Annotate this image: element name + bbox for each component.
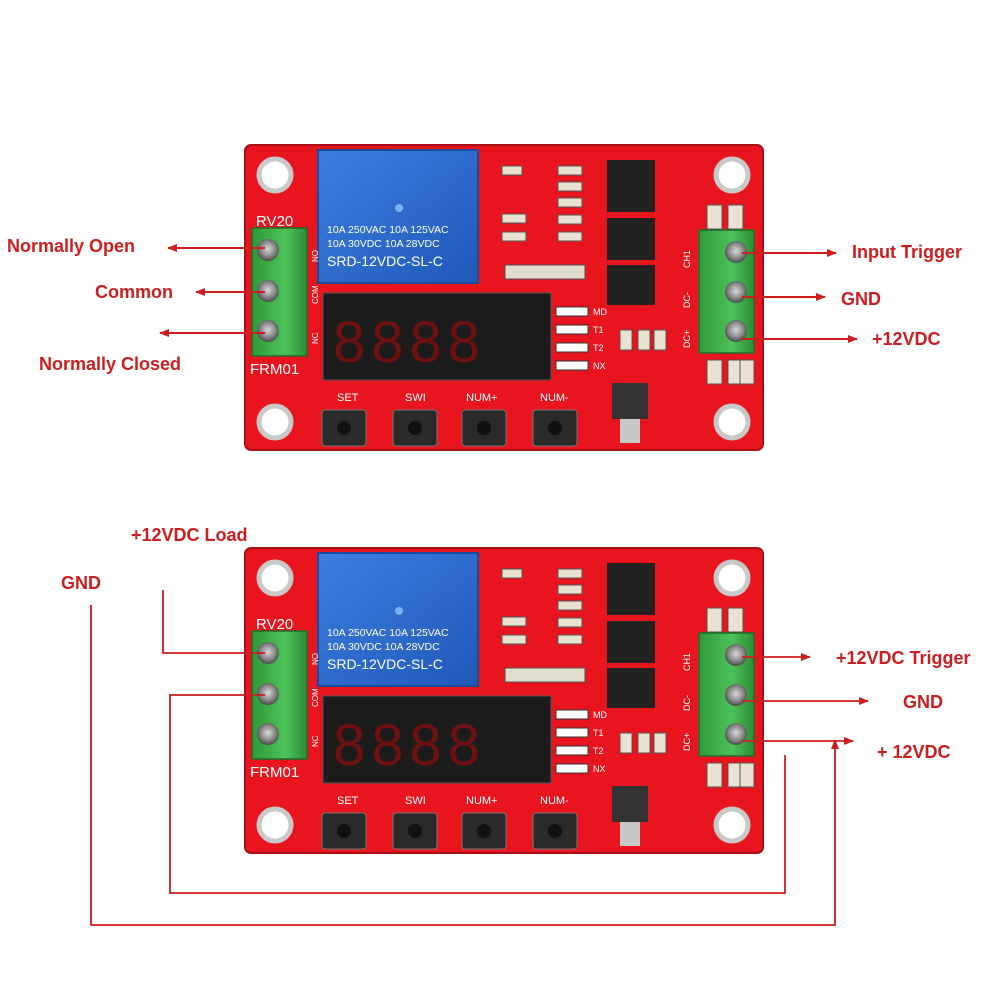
wire-gnd-loop	[90, 605, 839, 926]
silk-rv20: RV20	[256, 213, 293, 230]
terminal-label-no: NO	[311, 250, 320, 262]
seven-segment-display: 8888	[322, 292, 552, 381]
wire-com-loop	[169, 694, 786, 894]
button-label-num-plus: NUM+	[466, 795, 497, 807]
left-terminal-block	[251, 227, 308, 357]
buttons: SET SWI NUM+ NUM-	[321, 392, 578, 447]
terminal-label-no: NO	[311, 653, 320, 665]
indicator-md: MD	[593, 710, 607, 720]
indicator-leds: MD T1 T2 NX	[555, 306, 607, 371]
button-label-set: SET	[337, 795, 359, 807]
terminal-label-dc-plus: DC+	[682, 330, 692, 348]
top-arrows	[159, 244, 858, 343]
label-12vdc-top: +12VDC	[872, 329, 941, 349]
terminal-label-nc: NC	[311, 332, 320, 344]
ic-chips	[607, 563, 655, 846]
wire-load-to-no	[162, 590, 265, 654]
button-label-swi: SWI	[405, 392, 426, 404]
left-terminal-block	[251, 630, 308, 760]
buttons: SET SWI NUM+ NUM-	[321, 795, 578, 850]
relay-rating-line-1: 10A 250VAC 10A 125VAC	[327, 224, 449, 236]
relay: 10A 250VAC 10A 125VAC 10A 30VDC 10A 28VD…	[317, 149, 479, 284]
svg-text:8888: 8888	[333, 310, 486, 375]
button-label-num-minus: NUM-	[540, 795, 569, 807]
indicator-leds: MD T1 T2 NX	[555, 709, 607, 774]
bottom-wiring	[90, 590, 869, 926]
label-gnd-top: GND	[841, 289, 881, 309]
terminal-label-dc-minus: DC-	[682, 292, 692, 308]
smd-components	[501, 165, 755, 385]
terminal-label-ch1: CH1	[682, 250, 692, 268]
right-terminal-block	[698, 632, 755, 757]
button-label-swi: SWI	[405, 795, 426, 807]
label-12vdc-bottom: + 12VDC	[877, 742, 951, 762]
label-normally-open: Normally Open	[7, 236, 136, 256]
terminal-label-com: COM	[311, 285, 320, 304]
label-12vdc-load: +12VDC Load	[131, 525, 248, 545]
terminal-label-ch1: CH1	[682, 653, 692, 671]
mounting-holes	[256, 156, 751, 441]
label-common: Common	[95, 282, 173, 302]
indicator-t1: T1	[593, 728, 604, 738]
label-gnd-left: GND	[61, 573, 101, 593]
label-input-trigger: Input Trigger	[852, 242, 962, 262]
bottom-board: 10A 250VAC 10A 125VAC 10A 30VDC 10A 28VD…	[244, 547, 764, 854]
terminal-label-dc-minus: DC-	[682, 695, 692, 711]
right-terminal-block	[698, 229, 755, 354]
button-label-set: SET	[337, 392, 359, 404]
relay-model: SRD-12VDC-SL-C	[327, 253, 443, 269]
terminal-label-nc: NC	[311, 735, 320, 747]
indicator-md: MD	[593, 307, 607, 317]
silk-frm01: FRM01	[250, 764, 299, 781]
indicator-nx: NX	[593, 361, 606, 371]
terminal-label-dc-plus: DC+	[682, 733, 692, 751]
silk-frm01: FRM01	[250, 361, 299, 378]
top-board: 10A 250VAC 10A 125VAC 10A 30VDC 10A 28VD…	[244, 144, 764, 451]
label-gnd-right: GND	[903, 692, 943, 712]
indicator-t2: T2	[593, 343, 604, 353]
relay-model: SRD-12VDC-SL-C	[327, 656, 443, 672]
smd-components	[501, 568, 755, 788]
seven-segment-display: 8888	[322, 695, 552, 784]
indicator-t2: T2	[593, 746, 604, 756]
terminal-label-com: COM	[311, 688, 320, 707]
relay-rating-line-2: 10A 30VDC 10A 28VDC	[327, 641, 440, 653]
button-label-num-minus: NUM-	[540, 392, 569, 404]
relay: 10A 250VAC 10A 125VAC 10A 30VDC 10A 28VD…	[317, 552, 479, 687]
indicator-t1: T1	[593, 325, 604, 335]
mounting-holes	[256, 559, 751, 844]
silk-rv20: RV20	[256, 616, 293, 633]
button-label-num-plus: NUM+	[466, 392, 497, 404]
ic-chips	[607, 160, 655, 443]
relay-rating-line-1: 10A 250VAC 10A 125VAC	[327, 627, 449, 639]
svg-text:8888: 8888	[333, 713, 486, 778]
label-normally-closed: Normally Closed	[39, 354, 182, 374]
indicator-nx: NX	[593, 764, 606, 774]
label-12vdc-trigger: +12VDC Trigger	[836, 648, 971, 668]
relay-rating-line-2: 10A 30VDC 10A 28VDC	[327, 238, 440, 250]
